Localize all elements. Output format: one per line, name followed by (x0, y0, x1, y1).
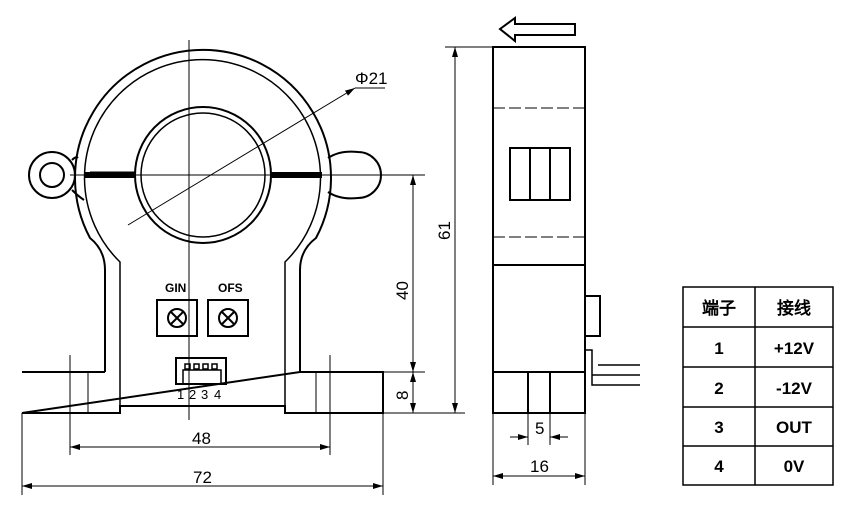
dim-48: 48 (192, 429, 211, 448)
side-connector (584, 295, 601, 337)
gain-label: GIN (165, 281, 186, 295)
left-lug (28, 151, 76, 199)
offset-label: OFS (218, 281, 243, 295)
pin-label-3: 3 (201, 387, 208, 402)
table-cell: +12V (774, 339, 815, 358)
table-cell: OUT (776, 418, 813, 437)
dimensions (21, 46, 586, 495)
table-cell: 3 (714, 418, 723, 437)
gain-pot (156, 299, 198, 337)
dim-40: 40 (393, 281, 412, 300)
current-direction-arrow-icon (498, 16, 576, 44)
table-cell: 1 (714, 339, 723, 358)
diameter-label: Φ21 (355, 69, 387, 88)
pin-table: 端子 接线 1 +12V 2 -12V 3 OUT 4 0V (682, 286, 834, 486)
table-cell: 2 (714, 379, 723, 398)
side-view (492, 16, 640, 414)
pin-label-4: 4 (214, 387, 221, 402)
dim-72: 72 (193, 468, 212, 487)
table-cell: -12V (776, 379, 813, 398)
pin-label-2: 2 (189, 387, 196, 402)
table-cell: 4 (714, 457, 724, 476)
dim-8: 8 (393, 391, 412, 400)
table-header-wiring: 接线 (777, 298, 811, 318)
pins (585, 349, 640, 386)
table-header-terminal: 端子 (702, 298, 736, 318)
dim-16: 16 (530, 457, 549, 476)
pin-label-1: 1 (177, 387, 184, 402)
mount-hole (39, 162, 65, 188)
offset-pot (207, 299, 249, 337)
side-body (492, 46, 586, 414)
dim-5: 5 (535, 419, 544, 438)
table-cell: 0V (784, 457, 805, 476)
dim-61: 61 (435, 221, 454, 240)
body-outline (74, 48, 332, 372)
